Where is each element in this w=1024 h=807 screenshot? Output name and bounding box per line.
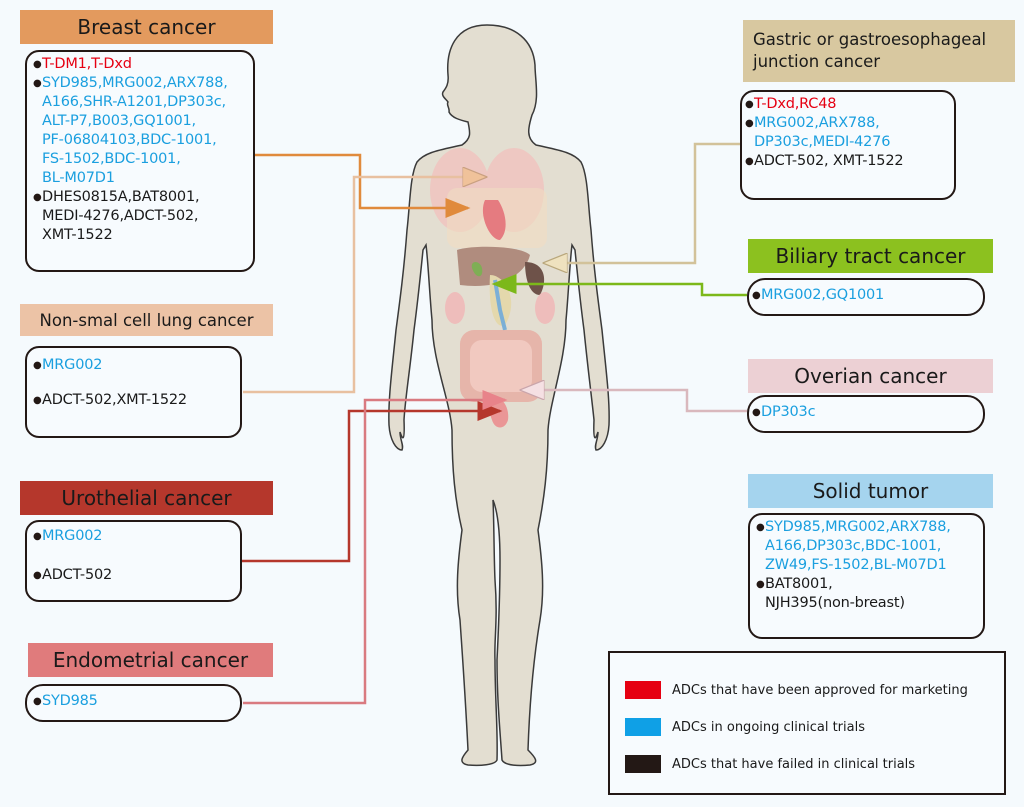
biliary-cancer-header: Biliary tract cancer — [748, 239, 993, 273]
drug-group-ongoing: ●MRG002 — [33, 357, 103, 373]
gastric-drug-list: ●T-Dxd,RC48 ●MRG002,ARX788, DP303c,MEDI-… — [740, 90, 956, 200]
drug-list-text: DP303c — [761, 404, 816, 420]
drug-list-text: MRG002 — [42, 528, 103, 544]
drug-group-ongoing: ●SYD985,MRG002,ARX788, A166,DP303c,BDC-1… — [756, 519, 951, 573]
endometrial-cancer-title: Endometrial cancer — [52, 648, 249, 672]
urothelial-drug-list: ●MRG002 ●ADCT-502 — [25, 520, 242, 602]
urothelial-cancer-title: Urothelial cancer — [61, 486, 232, 510]
drug-group-ongoing: ●SYD985 — [33, 693, 98, 709]
connector-breast — [243, 153, 485, 394]
biliary-drug-list: ●MRG002,GQ1001 — [747, 278, 985, 316]
nsclc-title: Non-smal cell lung cancer — [39, 310, 254, 330]
gastric-cancer-header: Gastric or gastroesophageal junction can… — [743, 20, 1015, 82]
drug-group-approved: ●T-DM1,T-Dxd — [33, 56, 132, 72]
drug-list-text: SYD985 — [42, 693, 98, 709]
drug-list-text: MRG002,ARX788, DP303c,MEDI-4276 — [754, 115, 891, 150]
drug-group-failed: ●ADCT-502,XMT-1522 — [33, 392, 187, 408]
drug-list-text: T-DM1,T-Dxd — [42, 56, 132, 72]
connector-gastric — [545, 142, 740, 263]
drug-list-text: SYD985,MRG002,ARX788, A166,DP303c,BDC-10… — [765, 519, 951, 573]
drug-group-ongoing: ●SYD985,MRG002,ARX788, A166,SHR-A1201,DP… — [33, 75, 228, 186]
biliary-cancer-title: Biliary tract cancer — [775, 244, 966, 268]
nsclc-drug-list: ●MRG002 ●ADCT-502,XMT-1522 — [25, 346, 242, 438]
solid-tumor-drug-list: ●SYD985,MRG002,ARX788, A166,DP303c,BDC-1… — [748, 513, 985, 639]
connector-ovarian — [522, 390, 747, 413]
drug-group-ongoing: ●DP303c — [752, 404, 816, 420]
ovarian-cancer-title: Overian cancer — [794, 364, 947, 388]
drug-group-ongoing: ●MRG002 — [33, 528, 103, 544]
endometrial-drug-list: ●SYD985 — [25, 684, 242, 722]
legend-entry-approved: ADCs that have been approved for marketi… — [625, 681, 968, 699]
legend-swatch-blue — [625, 718, 661, 736]
drug-list-text: SYD985,MRG002,ARX788, A166,SHR-A1201,DP3… — [42, 75, 228, 186]
drug-list-text: T-Dxd,RC48 — [754, 96, 837, 112]
legend-swatch-red — [625, 681, 661, 699]
ovarian-drug-list: ●DP303c — [747, 395, 985, 433]
legend-label: ADCs that have been approved for marketi… — [672, 682, 968, 698]
drug-group-failed: ●DHES0815A,BAT8001, MEDI-4276,ADCT-502, … — [33, 189, 200, 243]
drug-list-text: MRG002 — [42, 357, 103, 373]
nsclc-header: Non-smal cell lung cancer — [20, 304, 273, 336]
breast-cancer-title: Breast cancer — [77, 15, 216, 39]
connector-biliary — [491, 274, 747, 297]
gastric-cancer-title: Gastric or gastroesophageal junction can… — [753, 30, 987, 71]
solid-tumor-header: Solid tumor — [748, 474, 993, 508]
connector-urothelial — [242, 401, 503, 563]
connector-endometrial — [243, 390, 508, 705]
drug-list-text: ADCT-502, XMT-1522 — [754, 153, 904, 169]
breast-cancer-header: Breast cancer — [20, 10, 273, 44]
drug-group-ongoing: ●MRG002,GQ1001 — [752, 287, 885, 303]
drug-list-text: MRG002,GQ1001 — [761, 287, 885, 303]
drug-group-ongoing: ●MRG002,ARX788, DP303c,MEDI-4276 — [745, 115, 891, 150]
legend-entry-failed: ADCs that have failed in clinical trials — [625, 755, 915, 773]
urothelial-cancer-header: Urothelial cancer — [20, 481, 273, 515]
legend-entry-ongoing: ADCs in ongoing clinical trials — [625, 718, 865, 736]
legend-label: ADCs that have failed in clinical trials — [672, 756, 916, 772]
drug-group-failed: ●ADCT-502, XMT-1522 — [745, 153, 904, 169]
ovarian-cancer-header: Overian cancer — [748, 359, 993, 393]
drug-list-text: DHES0815A,BAT8001, MEDI-4276,ADCT-502, X… — [42, 189, 200, 243]
drug-group-failed: ●BAT8001, NJH395(non-breast) — [756, 576, 905, 611]
drug-list-text: BAT8001, NJH395(non-breast) — [765, 576, 905, 611]
drug-list-text: ADCT-502,XMT-1522 — [42, 392, 187, 408]
drug-group-approved: ●T-Dxd,RC48 — [745, 96, 837, 112]
endometrial-cancer-header: Endometrial cancer — [28, 643, 273, 677]
legend-swatch-black — [625, 755, 661, 773]
solid-tumor-title: Solid tumor — [812, 479, 929, 503]
drug-group-failed: ●ADCT-502 — [33, 567, 113, 583]
breast-cancer-drug-list: ●T-DM1,T-Dxd ●SYD985,MRG002,ARX788, A166… — [25, 50, 255, 272]
legend-label: ADCs in ongoing clinical trials — [672, 719, 865, 735]
legend: ADCs that have been approved for marketi… — [608, 651, 1006, 795]
drug-list-text: ADCT-502 — [42, 567, 113, 583]
